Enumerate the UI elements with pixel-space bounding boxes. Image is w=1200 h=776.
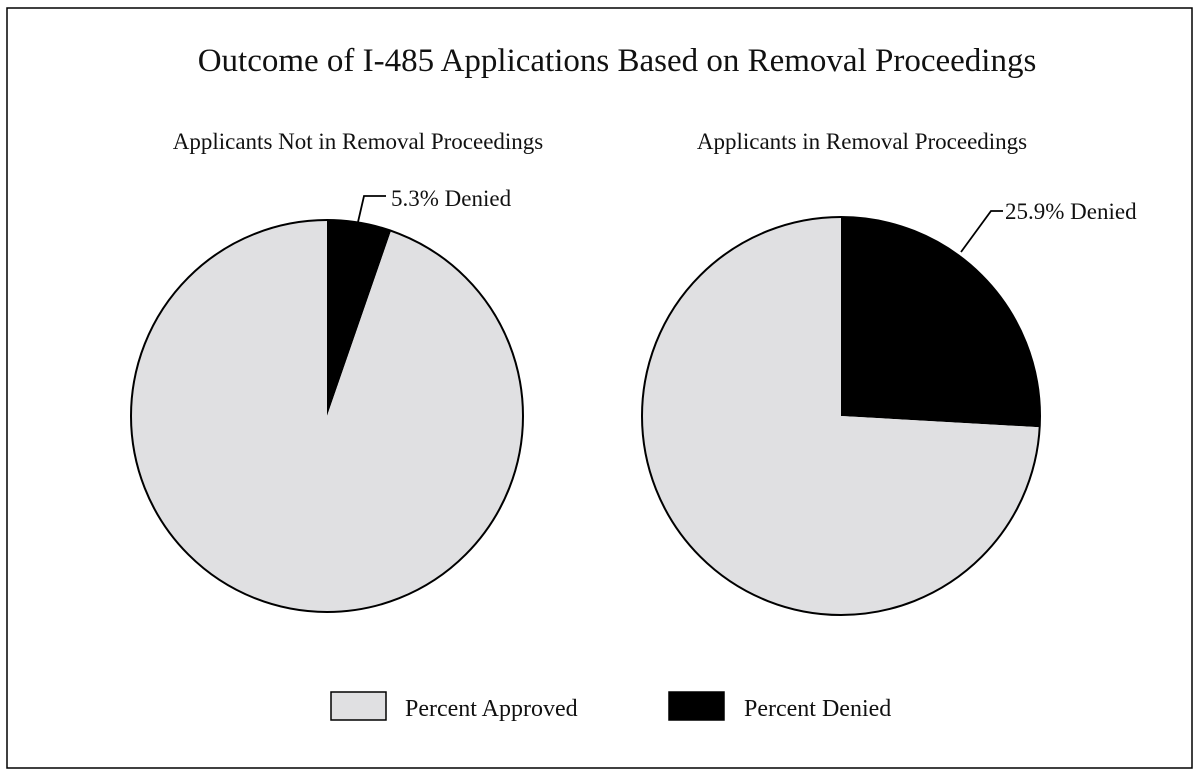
pie-subtitle-in-removal: Applicants in Removal Proceedings (697, 129, 1027, 154)
pie-outline (130, 219, 524, 613)
legend-label-approved: Percent Approved (405, 696, 578, 722)
annotation-denied-in-removal: 25.9% Denied (1005, 199, 1137, 224)
pie-slice-percent-denied (841, 217, 1040, 428)
annotation-denied-not-in-removal: 5.3% Denied (391, 186, 512, 211)
annotation-leader-in-removal (960, 210, 1003, 253)
pie-outline (641, 216, 1041, 616)
pie-slice-percent-approved (130, 220, 523, 612)
legend-swatch-denied (668, 691, 725, 721)
annotation-leader-not-in-removal (357, 195, 386, 223)
legend: Percent Approved Percent Denied (330, 691, 891, 722)
legend-label-denied: Percent Denied (744, 696, 891, 722)
pie-not-in-removal (130, 219, 524, 613)
pie-slice-percent-approved (641, 217, 1040, 615)
chart-title: Outcome of I-485 Applications Based on R… (198, 43, 1037, 79)
legend-swatch-approved (330, 691, 387, 721)
pie-in-removal (641, 216, 1041, 616)
pie-slice-percent-denied (327, 220, 392, 416)
pie-subtitle-not-in-removal: Applicants Not in Removal Proceedings (173, 129, 544, 154)
